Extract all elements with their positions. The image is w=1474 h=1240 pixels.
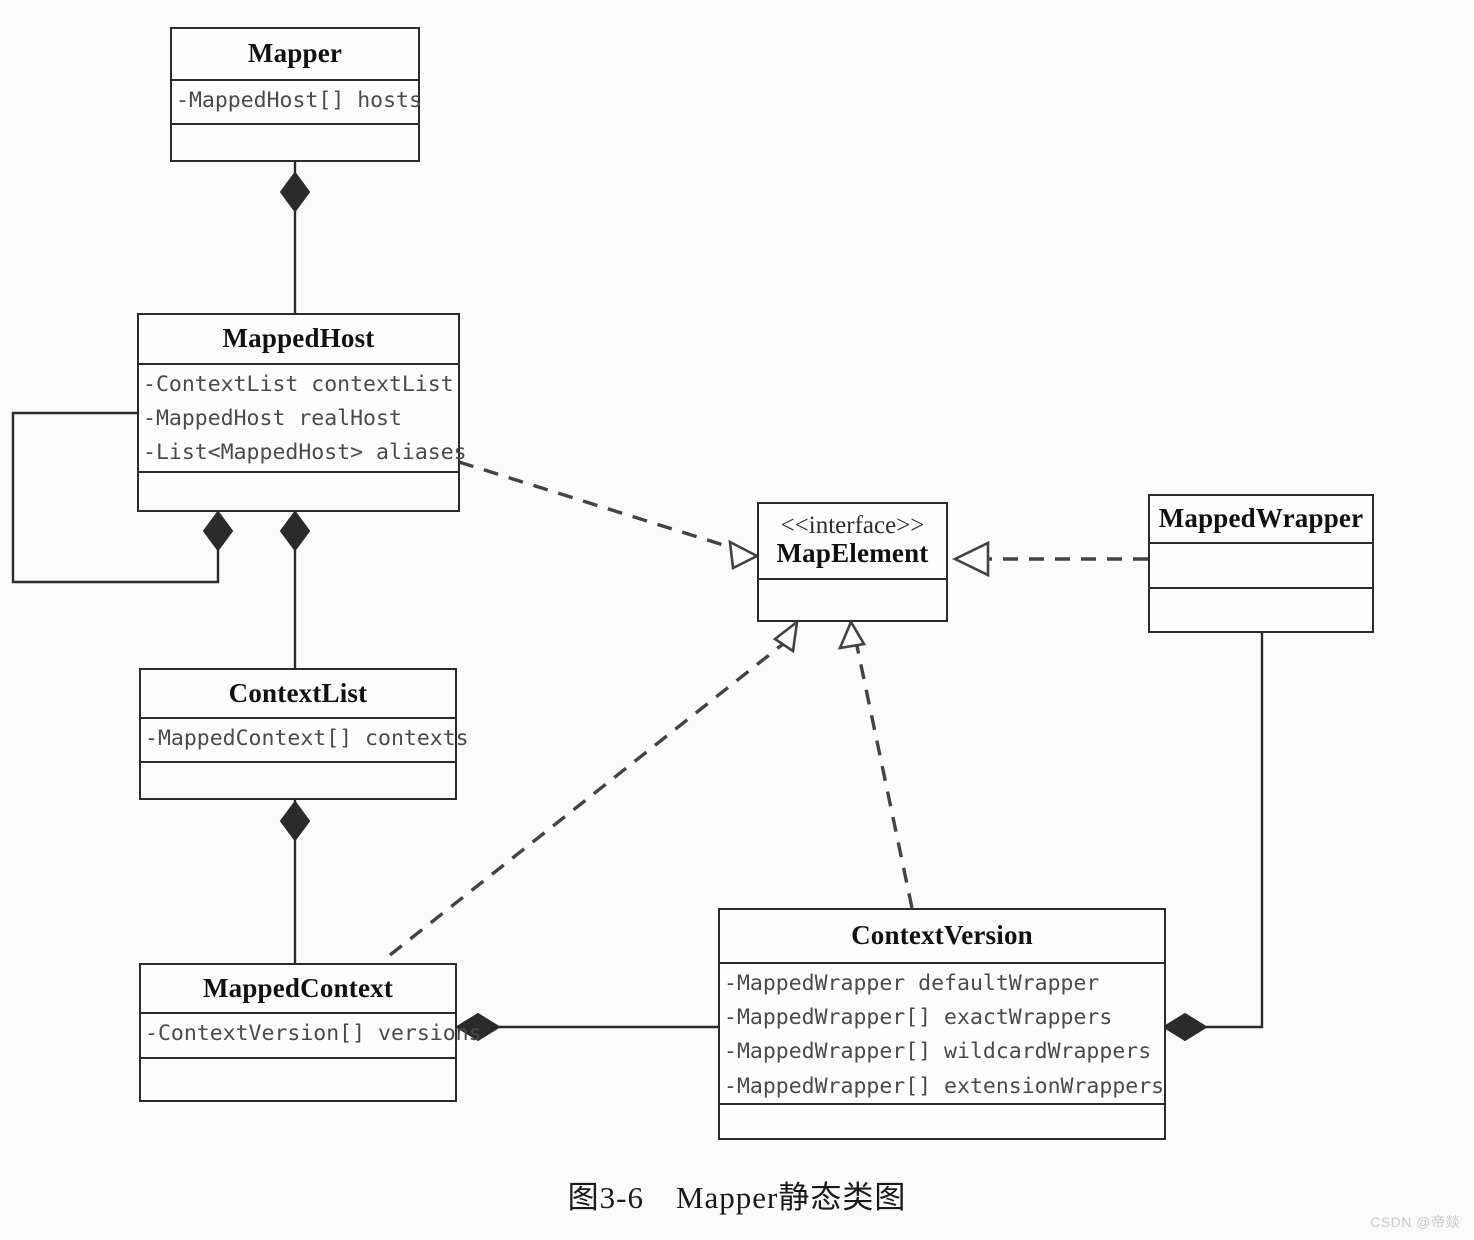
class-box-contextlist[interactable]: ContextList -MappedContext[] contexts — [139, 668, 469, 800]
attribute-row: -MappedHost[] hosts — [176, 88, 422, 113]
class-operations-mappedcontext — [141, 1059, 455, 1100]
class-name-contextlist: ContextList — [228, 677, 368, 708]
class-header-mapelement: <<interface>> MapElement — [759, 504, 946, 580]
class-operations-mapper — [172, 125, 418, 160]
class-header-mappedwrapper: MappedWrapper — [1150, 496, 1372, 544]
class-box-mapper[interactable]: Mapper -MappedHost[] hosts — [170, 27, 422, 162]
class-operations-contextversion — [720, 1105, 1164, 1138]
class-operations-mappedhost — [139, 473, 458, 510]
class-operations-contextlist — [141, 763, 455, 798]
class-attributes-mappedcontext: -ContextVersion[] versions — [141, 1014, 482, 1059]
class-box-mapelement[interactable]: <<interface>> MapElement — [757, 502, 948, 622]
class-name-mappedwrapper: MappedWrapper — [1158, 503, 1364, 534]
edge-mappedwrapper-mapelement — [952, 540, 1148, 578]
class-header-contextlist: ContextList — [141, 670, 455, 719]
class-name-contextversion: ContextVersion — [851, 920, 1033, 951]
class-box-mappedcontext[interactable]: MappedContext -ContextVersion[] versions — [139, 963, 482, 1102]
class-name-mappedcontext: MappedContext — [202, 972, 394, 1003]
attribute-row: -MappedWrapper[] exactWrappers — [724, 1005, 1113, 1031]
class-operations-mappedwrapper — [1150, 589, 1372, 631]
watermark: CSDN @帝燚 — [1370, 1214, 1460, 1230]
class-header-mapper: Mapper — [172, 29, 418, 81]
class-operations-mapelement — [759, 580, 946, 622]
edge-contextlist-mappedcontext — [279, 800, 311, 963]
edge-mappedhost-mapelement — [458, 460, 760, 570]
class-attributes-mapper: -MappedHost[] hosts — [172, 81, 422, 125]
attribute-row: -ContextList contextList — [143, 372, 454, 397]
edge-contextversion-mapelement — [837, 619, 914, 909]
class-attributes-contextversion: -MappedWrapper defaultWrapper -MappedWra… — [720, 964, 1164, 1105]
attribute-row: -MappedHost realHost — [143, 406, 402, 432]
class-box-mappedhost[interactable]: MappedHost -ContextList contextList -Map… — [137, 313, 467, 512]
figure-caption: 图3-6 Mapper静态类图 — [567, 1180, 907, 1215]
edge-mappedhost-contextlist — [279, 510, 311, 668]
class-attributes-contextlist: -MappedContext[] contexts — [141, 719, 469, 763]
attribute-row: -MappedWrapper defaultWrapper — [724, 971, 1100, 996]
class-box-mappedwrapper[interactable]: MappedWrapper — [1148, 494, 1374, 633]
class-stereotype-mapelement: <<interface>> — [780, 512, 925, 540]
class-box-contextversion[interactable]: ContextVersion -MappedWrapper defaultWra… — [718, 908, 1166, 1140]
class-header-contextversion: ContextVersion — [720, 910, 1164, 964]
attribute-row: -MappedWrapper[] extensionWrappers — [724, 1073, 1165, 1099]
class-name-mapper: Mapper — [247, 38, 343, 69]
class-name-mapelement: MapElement — [776, 538, 929, 569]
attribute-row: -MappedWrapper[] wildcardWrappers — [724, 1039, 1152, 1065]
edge-mapper-mappedhost — [279, 160, 311, 313]
class-header-mappedhost: MappedHost — [139, 315, 458, 365]
attribute-row: -ContextVersion[] versions — [145, 1021, 482, 1046]
class-header-mappedcontext: MappedContext — [141, 965, 455, 1014]
class-attributes-mappedwrapper — [1150, 544, 1372, 589]
attribute-row: -MappedContext[] contexts — [145, 726, 469, 751]
attribute-row: -List<MappedHost> aliases — [143, 440, 467, 466]
edge-mappedcontext-contextversion — [455, 1012, 718, 1042]
class-attributes-mappedhost: -ContextList contextList -MappedHost rea… — [139, 365, 467, 473]
class-name-mappedhost: MappedHost — [222, 323, 375, 354]
edge-contextversion-mappedwrapper — [1162, 633, 1264, 1042]
